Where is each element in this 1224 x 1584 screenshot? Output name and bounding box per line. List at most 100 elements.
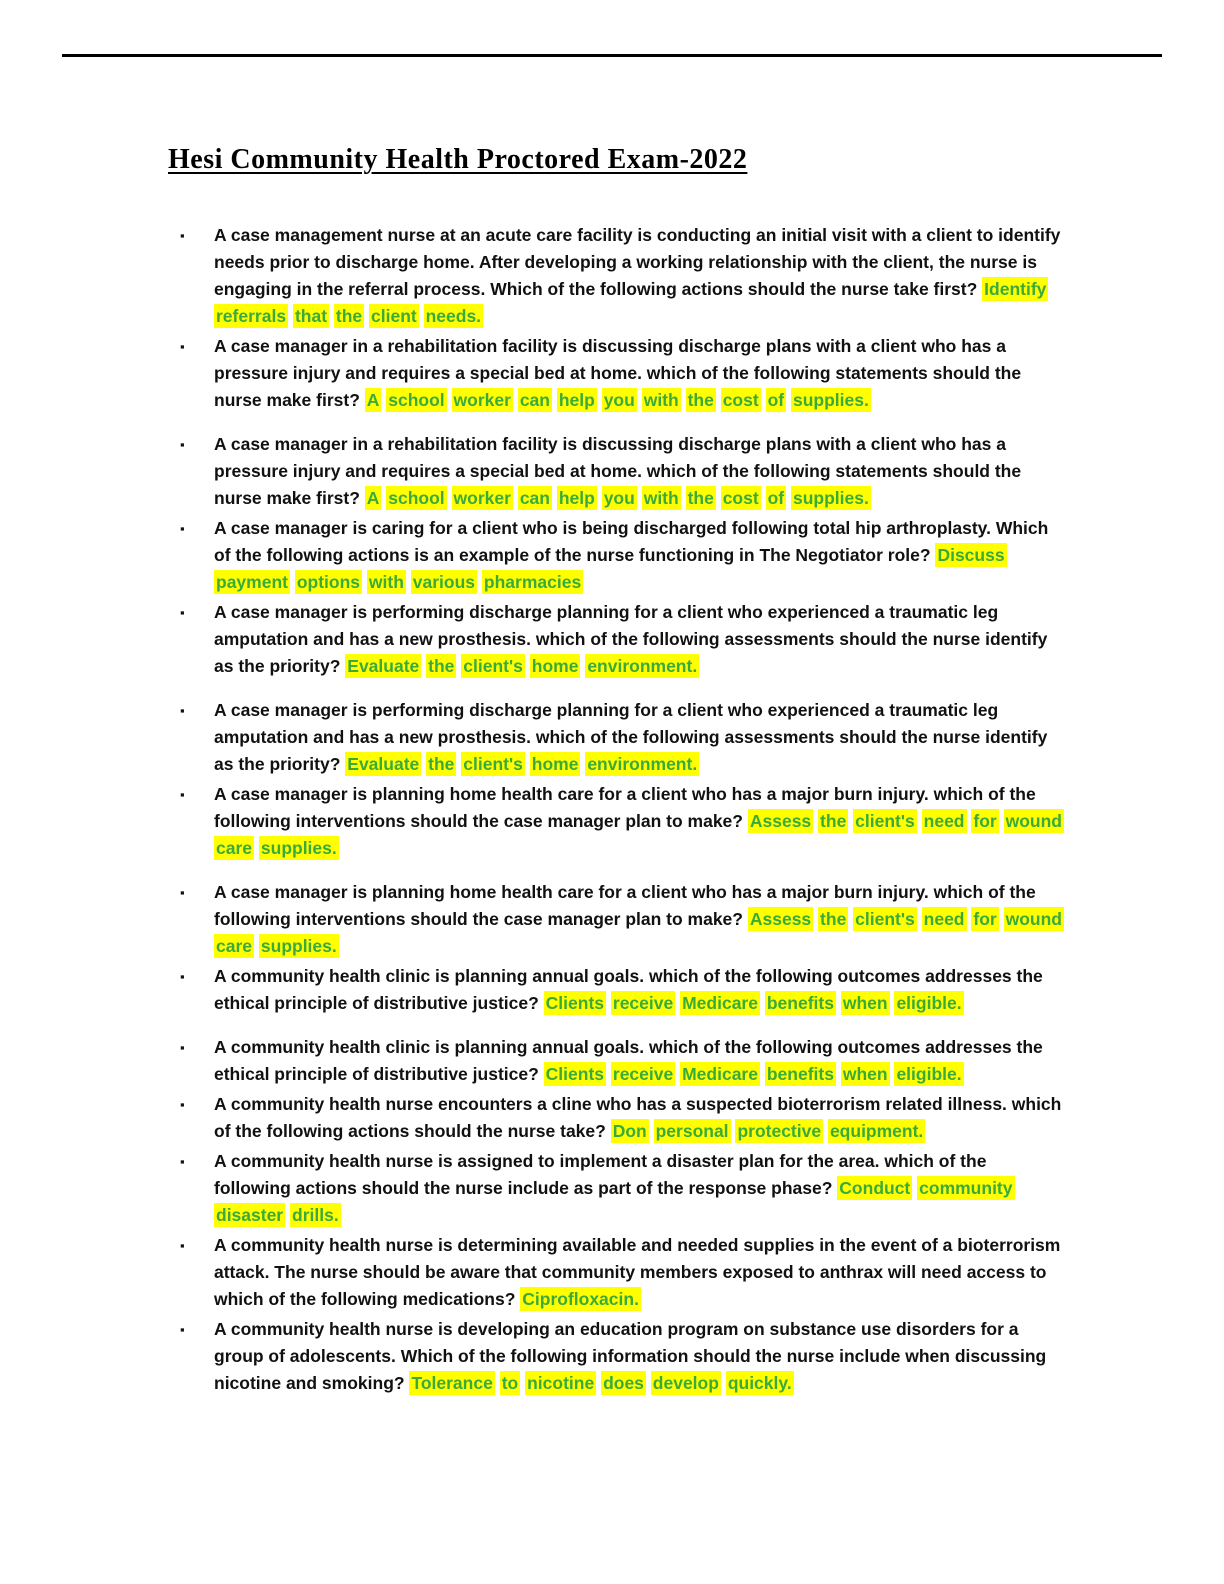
highlight-word: help [556,388,597,412]
highlight-word: when [840,991,890,1015]
list-item: ▪ A case management nurse at an acute ca… [168,222,1066,330]
highlight-word: drills. [290,1203,341,1227]
highlight-word: with [366,570,406,594]
highlight-word: for [971,907,999,931]
list-item: ▪ A case manager is performing discharge… [168,697,1066,778]
highlight-word: quickly. [725,1371,794,1395]
highlight-word: payment [214,570,290,594]
highlight-word: cost [720,388,761,412]
square-bullet-icon: ▪ [180,1238,185,1253]
highlight-word: can [517,486,552,510]
highlight-word: Ciprofloxacin. [520,1287,641,1311]
square-bullet-icon: ▪ [180,605,185,620]
square-bullet-icon: ▪ [180,969,185,984]
question-text: A case manager is planning home health c… [214,882,1036,929]
highlight-word: environment. [585,654,700,678]
highlight-word: the [818,809,849,833]
list-item: ▪ A community health nurse encounters a … [168,1091,1066,1145]
highlight-word: need [921,907,967,931]
highlight-word: protective [735,1119,824,1143]
highlight-word: options [294,570,363,594]
list-item: ▪ A community health clinic is planning … [168,963,1066,1017]
highlight-word: the [426,654,457,678]
answer-text: Clients receive Medicare benefits when e… [543,1062,964,1086]
square-bullet-icon: ▪ [180,1154,185,1169]
list-item: ▪ A case manager is performing discharge… [168,599,1066,680]
square-bullet-icon: ▪ [180,703,185,718]
square-bullet-icon: ▪ [180,885,185,900]
answer-text: Conduct community disaster drills. [214,1176,1015,1227]
highlight-word: Evaluate [345,654,422,678]
highlight-word: can [517,388,552,412]
highlight-word: client's [461,654,525,678]
highlight-word: A [364,388,382,412]
answer-text: Identify referrals that the client needs… [214,277,1049,328]
answer-text: Clients receive Medicare benefits when e… [543,991,964,1015]
question-text: A case manager is planning home health c… [214,784,1036,831]
highlight-word: needs. [423,304,484,328]
question-text: A case manager in a rehabilitation facil… [214,336,1022,410]
square-bullet-icon: ▪ [180,339,185,354]
highlight-word: you [601,388,637,412]
highlight-word: A [364,486,382,510]
highlight-word: that [292,304,330,328]
highlight-word: school [386,388,447,412]
list-item: ▪ A case manager is planning home health… [168,879,1066,960]
highlight-word: receive [610,1062,676,1086]
highlight-word: develop [650,1371,721,1395]
square-bullet-icon: ▪ [180,1322,185,1337]
highlight-word: client's [853,809,917,833]
question-text: A community health clinic is planning an… [214,1037,1043,1084]
answer-text: Don personal protective equipment. [610,1119,926,1143]
list-item: ▪ A case manager in a rehabilitation fac… [168,431,1066,512]
list-item: ▪ A case manager in a rehabilitation fac… [168,333,1066,414]
list-item: ▪ A community health nurse is determinin… [168,1232,1066,1313]
highlight-word: of [765,388,787,412]
highlight-word: Medicare [680,1062,760,1086]
question-text: A community health nurse is assigned to … [214,1151,987,1198]
highlight-word: worker [451,486,513,510]
highlight-word: client's [461,752,525,776]
answer-text: A school worker can help you with the co… [364,486,871,510]
highlight-word: school [386,486,447,510]
question-list: ▪ A case management nurse at an acute ca… [168,222,1066,1397]
highlight-word: home [529,752,581,776]
list-item: ▪ A case manager is planning home health… [168,781,1066,862]
highlight-word: the [333,304,365,328]
highlight-word: personal [653,1119,731,1143]
highlight-word: Assess [747,809,814,833]
highlight-word: does [601,1371,646,1395]
highlight-word: various [410,570,478,594]
question-text: A case manager is performing discharge p… [214,602,1048,676]
square-bullet-icon: ▪ [180,521,185,536]
highlight-word: to [499,1371,521,1395]
highlight-word: environment. [585,752,700,776]
highlight-word: supplies. [258,836,339,860]
question-text: A case management nurse at an acute care… [214,225,1061,299]
answer-text: A school worker can help you with the co… [364,388,871,412]
answer-text: Evaluate the client's home environment. [345,752,700,776]
square-bullet-icon: ▪ [180,1040,185,1055]
highlight-word: receive [610,991,676,1015]
highlight-word: supplies. [790,388,871,412]
highlight-word: benefits [764,1062,836,1086]
highlight-word: worker [451,388,513,412]
highlight-word: the [685,486,716,510]
highlight-word: of [765,486,787,510]
highlight-word: home [529,654,581,678]
top-rule [62,54,1162,57]
highlight-word: the [685,388,716,412]
highlight-word: Identify [982,277,1049,301]
square-bullet-icon: ▪ [180,1097,185,1112]
list-item: ▪ A community health clinic is planning … [168,1034,1066,1088]
highlight-word: client's [853,907,917,931]
highlight-word: pharmacies [481,570,584,594]
question-text: A case manager is caring for a client wh… [214,518,1049,565]
highlight-word: equipment. [827,1119,926,1143]
highlight-word: care [214,836,255,860]
highlight-word: when [840,1062,890,1086]
highlight-word: referrals [214,304,289,328]
highlight-word: wound [1003,907,1064,931]
highlight-word: care [214,934,255,958]
list-item: ▪ A community health nurse is developing… [168,1316,1066,1397]
